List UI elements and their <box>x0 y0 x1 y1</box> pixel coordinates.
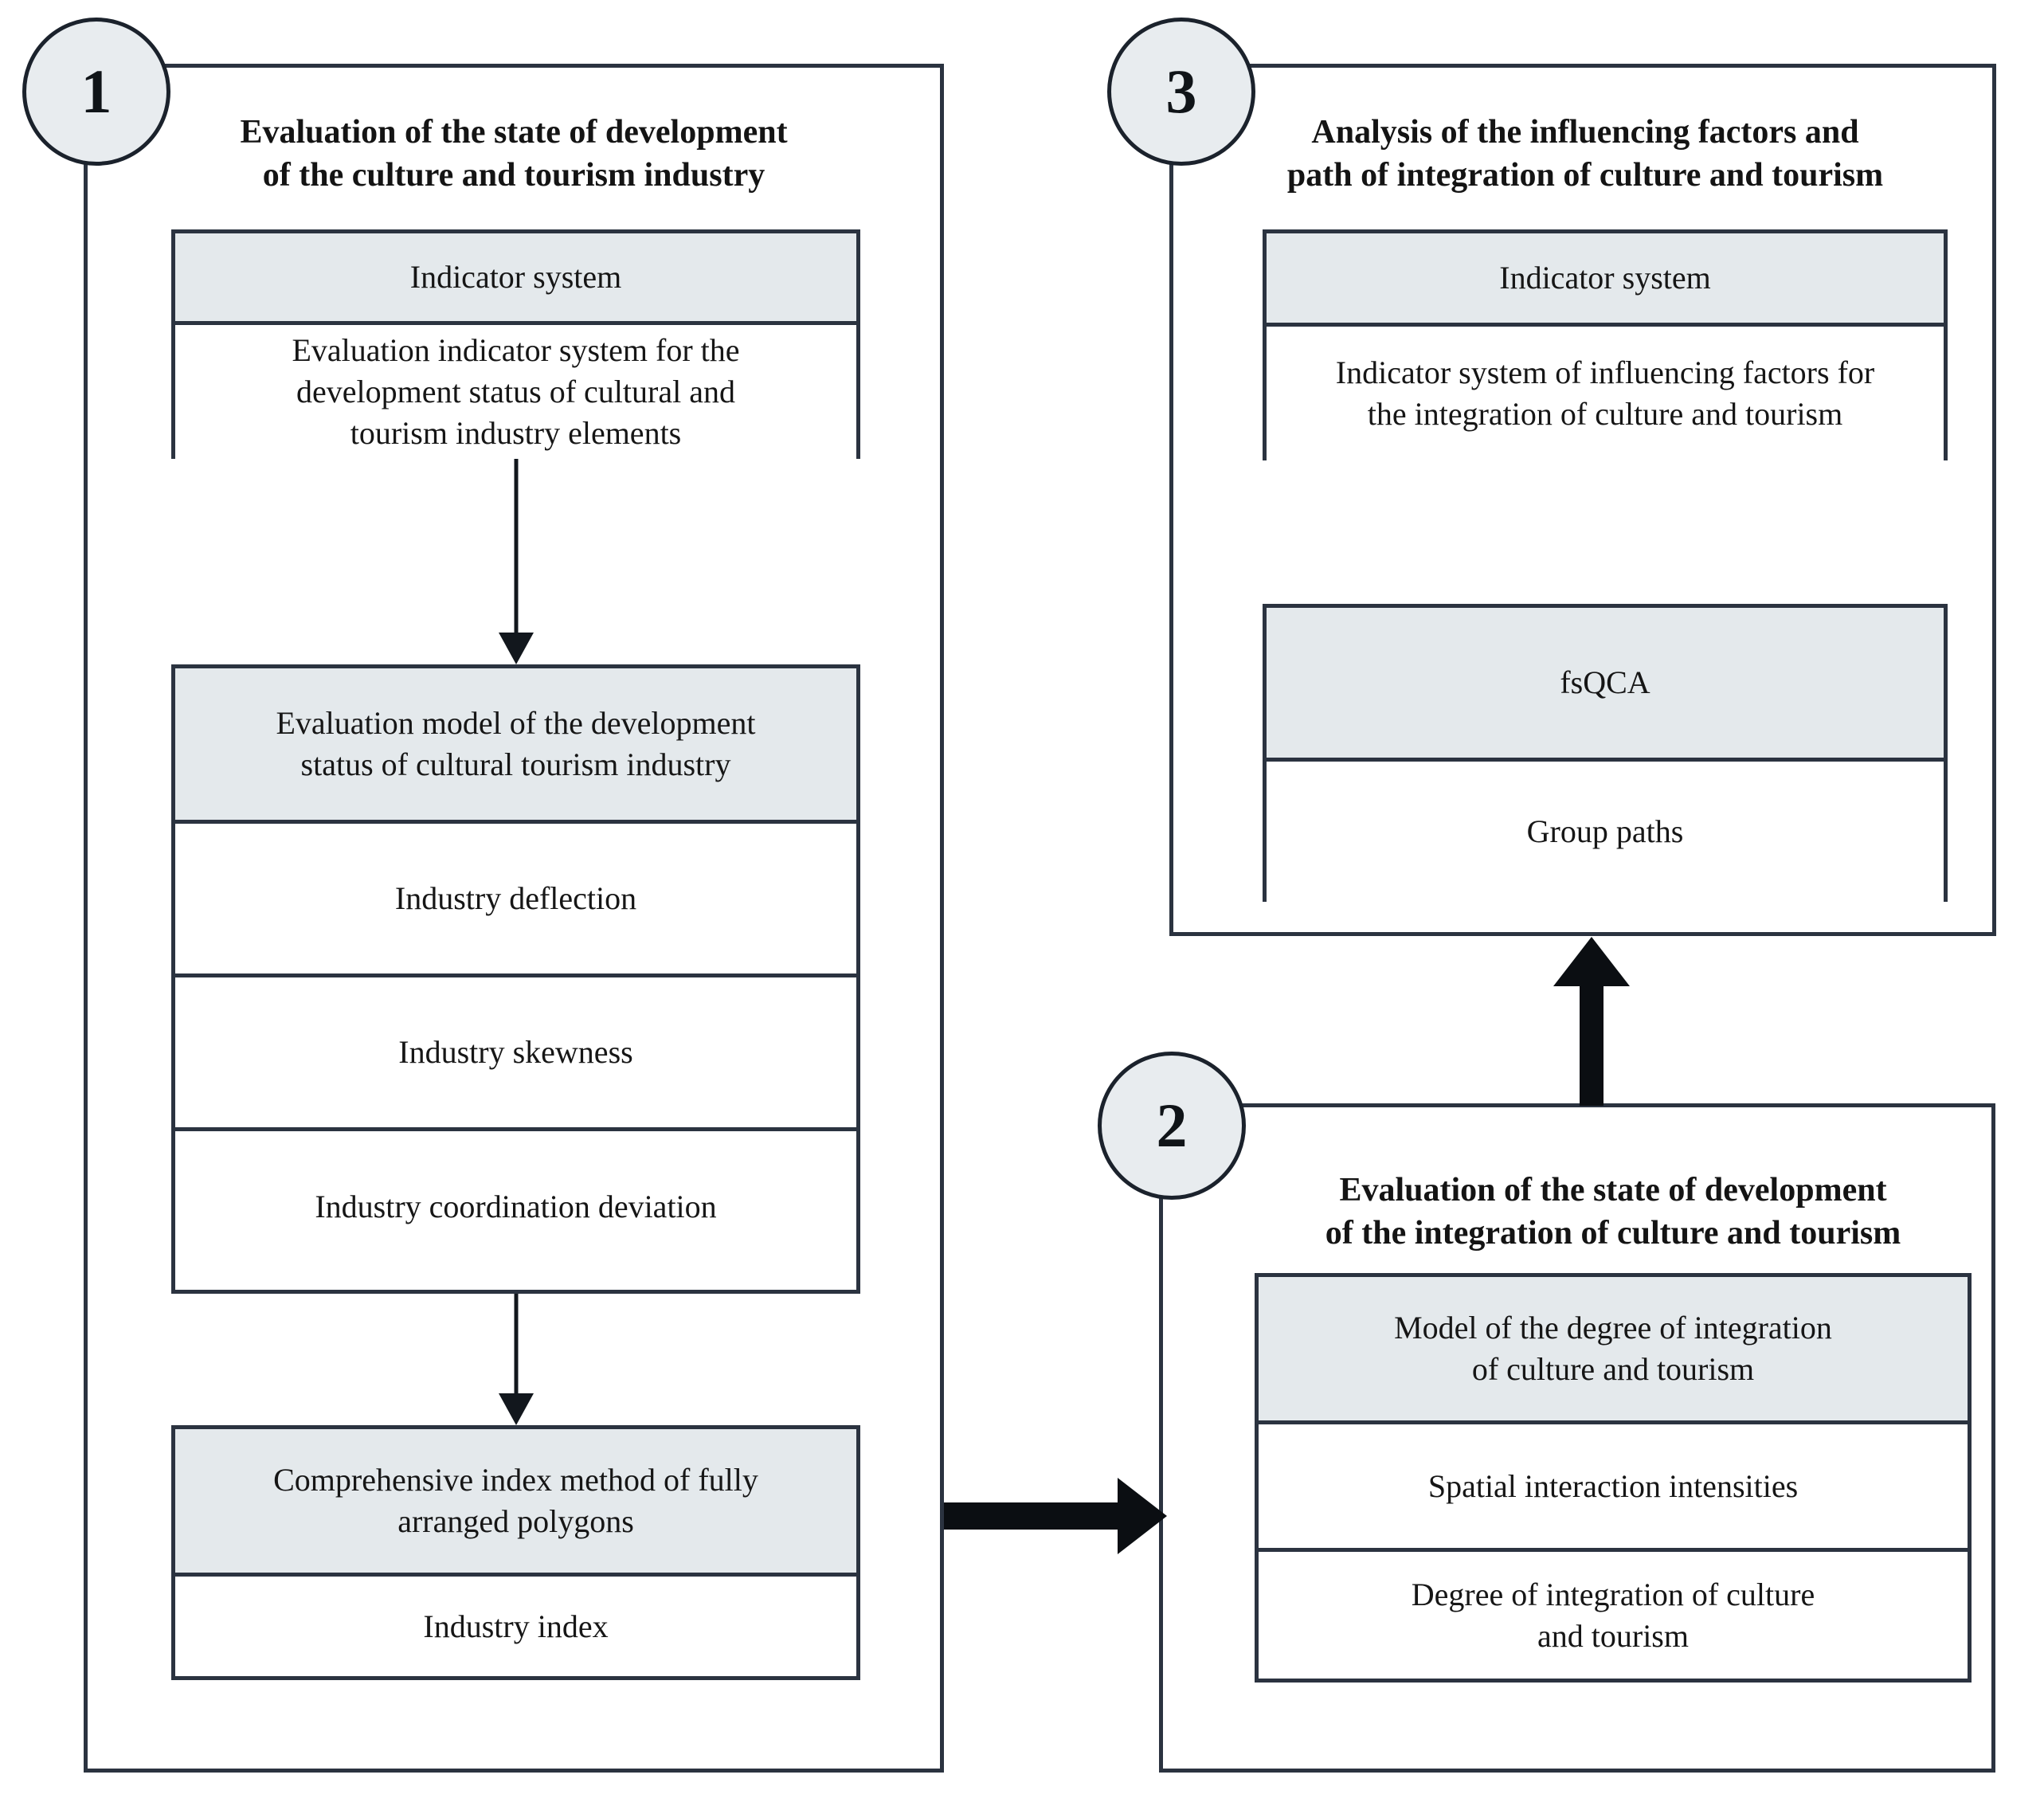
group-1-2: Evaluation model of the development stat… <box>171 664 860 1294</box>
panel-2-title: Evaluation of the state of development o… <box>1325 1172 1901 1252</box>
box-cell-evaluation-model: Evaluation model of the development stat… <box>175 668 856 820</box>
box-cell-industry-coordination-deviation: Industry coordination deviation <box>175 1127 856 1282</box>
box-cell-industry-skewness: Industry skewness <box>175 973 856 1127</box>
panel-3-container <box>1169 64 1996 936</box>
step-circle-1: 1 <box>22 18 170 166</box>
box-cell-evaluation-indicator-system: Evaluation indicator system for the deve… <box>175 321 856 459</box>
group-3-2: fsQCA Group paths <box>1263 604 1948 902</box>
arrow-panel1-to-panel2 <box>944 1478 1167 1554</box>
panel-1-title: Evaluation of the state of development o… <box>240 114 788 194</box>
panel-1-container <box>84 64 944 1773</box>
group-1-1: Indicator system Evaluation indicator sy… <box>171 229 860 459</box>
box-cell-model-degree-integration: Model of the degree of integration of cu… <box>1259 1277 1968 1420</box>
group-1-3: Comprehensive index method of fully arra… <box>171 1425 860 1680</box>
group-3-1: Indicator system Indicator system of inf… <box>1263 229 1948 460</box>
box-cell-indicator-system-3: Indicator system <box>1267 233 1944 323</box>
step-number-1: 1 <box>80 57 112 126</box>
box-cell-degree-of-integration: Degree of integration of culture and tou… <box>1259 1548 1968 1679</box>
box-cell-comprehensive-index-method: Comprehensive index method of fully arra… <box>175 1429 856 1573</box>
box-cell-indicator-system: Indicator system <box>175 233 856 321</box>
step-number-3: 3 <box>1165 57 1197 126</box>
box-cell-industry-deflection: Industry deflection <box>175 820 856 973</box>
step-circle-3: 3 <box>1107 18 1255 166</box>
panel-3-title: Analysis of the influencing factors and … <box>1286 114 1884 194</box>
arrow-model-to-polygon <box>498 1294 534 1425</box>
box-cell-fsqca: fsQCA <box>1267 608 1944 758</box>
box-cell-group-paths: Group paths <box>1267 758 1944 902</box>
arrow-panel2-to-panel3 <box>1553 937 1630 1106</box>
box-cell-industry-index: Industry index <box>175 1573 856 1676</box>
panel-2-container <box>1159 1103 1995 1773</box>
box-cell-indicator-system-influencing-factors: Indicator system of influencing factors … <box>1267 323 1944 460</box>
box-cell-spatial-interaction-intensities: Spatial interaction intensities <box>1259 1420 1968 1548</box>
group-2-1: Model of the degree of integration of cu… <box>1255 1273 1972 1683</box>
step-number-2: 2 <box>1156 1091 1188 1160</box>
arrow-indicator-to-model <box>498 459 534 664</box>
step-circle-2: 2 <box>1098 1052 1246 1200</box>
